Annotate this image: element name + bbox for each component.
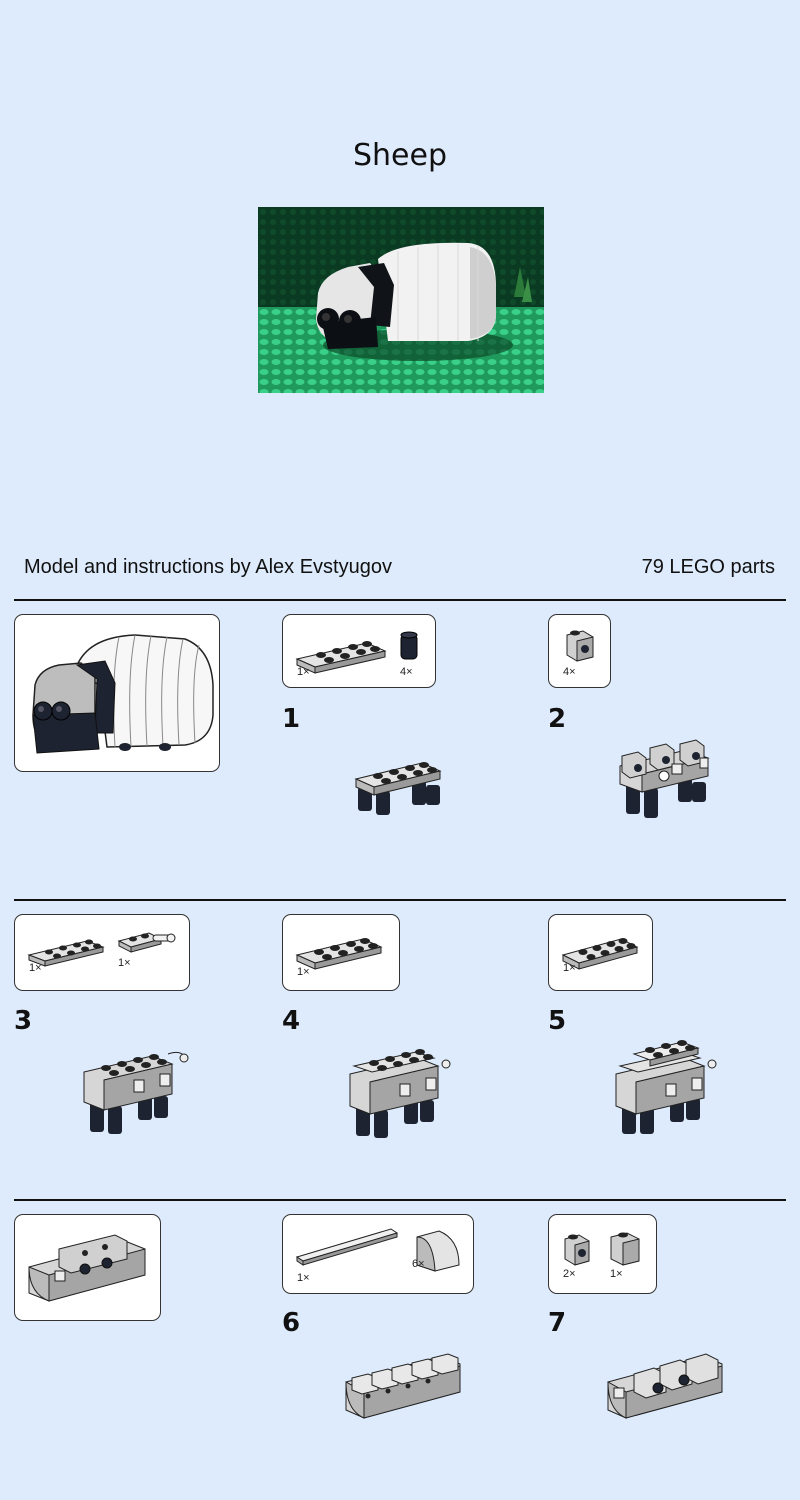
page-title: Sheep [352, 138, 447, 173]
parts-callout: 1× 6× [282, 1214, 474, 1294]
part-count: 79 LEGO parts [641, 556, 775, 578]
subassembly-preview [14, 1214, 161, 1321]
final-model-preview [14, 614, 220, 772]
step-3-assembly-illustration [83, 1051, 189, 1134]
part-quantity: 1× [610, 1268, 623, 1280]
plate-2x4-icon [27, 939, 105, 967]
step-2-assembly-illustration [619, 739, 710, 818]
divider [14, 899, 786, 901]
brick-1x1-icon [610, 1232, 640, 1266]
parts-callout: 4× [548, 614, 611, 688]
part-quantity: 6× [412, 1258, 425, 1270]
step-5-assembly-illustration [615, 1040, 717, 1134]
round-brick-1x1-icon [400, 631, 418, 660]
parts-callout: 1× [548, 914, 653, 991]
step-number: 3 [14, 1006, 33, 1036]
divider [14, 599, 786, 601]
step-number: 5 [548, 1006, 567, 1036]
step-number: 2 [548, 704, 567, 734]
plate-2x4-icon [561, 938, 639, 970]
brick-1x1-with-stud-icon [564, 1234, 590, 1266]
parts-callout: 1× 4× [282, 614, 436, 688]
curved-slope-icon [416, 1230, 460, 1272]
step-number: 4 [282, 1006, 301, 1036]
byline: Model and instructions by Alex Evstyugov [24, 556, 392, 578]
parts-callout: 2× 1× [548, 1214, 657, 1294]
part-quantity: 1× [29, 962, 42, 974]
tile-1x8-icon [295, 1228, 399, 1266]
brick-1x1-with-stud-icon [566, 630, 594, 662]
step-number: 7 [548, 1308, 567, 1338]
plate-2x4-icon [295, 641, 387, 674]
part-quantity: 1× [297, 666, 310, 678]
step-7-assembly-illustration [607, 1353, 723, 1419]
step-number: 1 [282, 704, 301, 734]
step-1-assembly-illustration [354, 762, 442, 815]
step-4-assembly-illustration [349, 1049, 451, 1138]
part-quantity: 4× [563, 666, 576, 678]
part-quantity: 1× [297, 966, 310, 978]
step-number: 6 [282, 1308, 301, 1338]
plate-with-bar-icon [117, 932, 176, 953]
part-quantity: 2× [563, 1268, 576, 1280]
step-6-assembly-illustration [345, 1353, 461, 1419]
part-quantity: 1× [297, 1272, 310, 1284]
sheep-model-illustration [32, 634, 214, 754]
sheep-photo [258, 207, 544, 393]
divider [14, 1199, 786, 1201]
parts-callout: 1× 1× [14, 914, 190, 991]
part-quantity: 1× [118, 957, 131, 969]
parts-callout: 1× [282, 914, 400, 991]
plate-2x4-icon [295, 938, 383, 970]
part-quantity: 1× [563, 962, 576, 974]
part-quantity: 4× [400, 666, 413, 678]
head-subassembly-illustration [28, 1234, 146, 1302]
